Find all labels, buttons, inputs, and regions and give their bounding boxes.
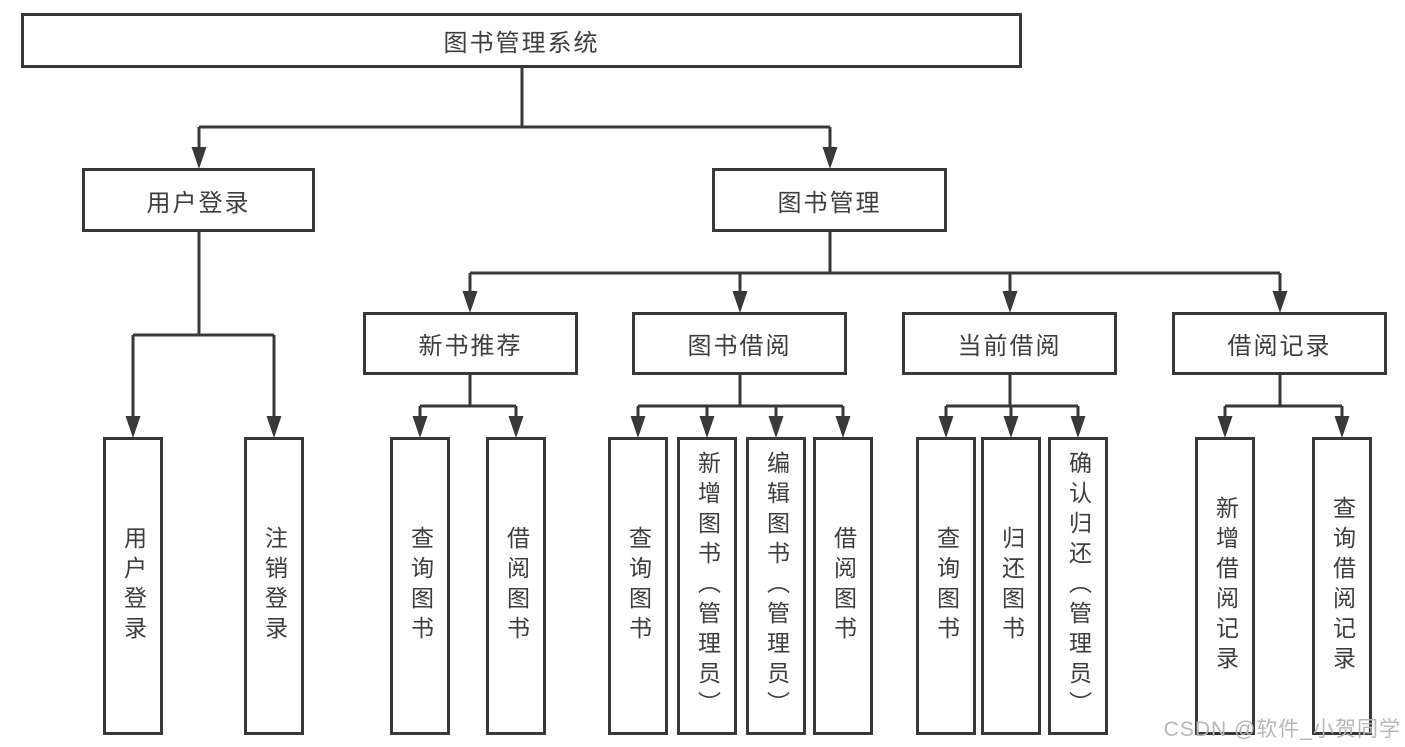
leaf-user-login: 用户登录: [103, 437, 163, 735]
leaf-add-borrow-record-label: 新增借阅记录: [1212, 496, 1239, 676]
leaf-return-books: 归还图书: [981, 437, 1041, 735]
node-current-borrowing-label: 当前借阅: [957, 333, 1062, 360]
connector-bookborrow-to-leaves: [630, 375, 851, 438]
leaf-return-books-label: 归还图书: [998, 526, 1025, 646]
connector-currentborrow-to-leaves: [938, 375, 1086, 438]
leaf-edit-books-admin-label: 编辑图书（管理员）: [763, 451, 790, 721]
node-root-system: 图书管理系统: [21, 13, 1022, 68]
leaf-add-books-admin: 新增图书（管理员）: [677, 437, 737, 735]
leaf-confirm-return-admin: 确认归还（管理员）: [1048, 437, 1108, 735]
leaf-borrow-books: 借阅图书: [813, 437, 873, 735]
connector-root-to-level2: [191, 68, 838, 169]
leaf-edit-books-admin: 编辑图书（管理员）: [746, 437, 806, 735]
node-new-book-recommend-label: 新书推荐: [418, 333, 523, 360]
connector-userlogin-to-leaves: [125, 232, 282, 438]
node-root-label: 图书管理系统: [443, 30, 600, 57]
node-new-book-recommend: 新书推荐: [363, 312, 578, 375]
node-borrowing-records: 借阅记录: [1172, 312, 1387, 375]
leaf-borrow-books-recommend-label: 借阅图书: [503, 526, 530, 646]
leaf-query-books-recommend: 查询图书: [390, 437, 450, 735]
connector-newbook-to-leaves: [412, 375, 524, 438]
leaf-borrow-books-recommend: 借阅图书: [486, 437, 546, 735]
node-book-management: 图书管理: [712, 168, 947, 232]
node-user-login: 用户登录: [82, 168, 315, 232]
leaf-query-books-current-label: 查询图书: [933, 526, 960, 646]
leaf-add-books-admin-label: 新增图书（管理员）: [694, 451, 721, 721]
leaf-query-borrow-record: 查询借阅记录: [1312, 437, 1372, 735]
leaf-user-login-label: 用户登录: [120, 526, 147, 646]
node-user-login-label: 用户登录: [146, 189, 251, 217]
node-borrowing-records-label: 借阅记录: [1227, 333, 1332, 360]
leaf-logout: 注销登录: [244, 437, 304, 735]
leaf-confirm-return-admin-label: 确认归还（管理员）: [1065, 451, 1092, 721]
csdn-watermark: CSDN @软件_小贺同学: [1163, 718, 1401, 741]
node-book-borrowing: 图书借阅: [632, 312, 847, 375]
node-book-management-label: 图书管理: [777, 189, 882, 217]
leaf-query-books-recommend-label: 查询图书: [407, 526, 434, 646]
leaf-query-books-borrow: 查询图书: [608, 437, 668, 735]
node-current-borrowing: 当前借阅: [902, 312, 1117, 375]
connector-bookmgmt-to-level3: [462, 232, 1288, 313]
leaf-logout-label: 注销登录: [261, 526, 288, 646]
node-book-borrowing-label: 图书借阅: [687, 333, 792, 360]
leaf-query-books-current: 查询图书: [916, 437, 976, 735]
leaf-query-borrow-record-label: 查询借阅记录: [1329, 496, 1356, 676]
connector-borrowrecords-to-leaves: [1217, 375, 1350, 438]
leaf-borrow-books-label: 借阅图书: [830, 526, 857, 646]
leaf-query-books-borrow-label: 查询图书: [625, 526, 652, 646]
leaf-add-borrow-record: 新增借阅记录: [1195, 437, 1255, 735]
